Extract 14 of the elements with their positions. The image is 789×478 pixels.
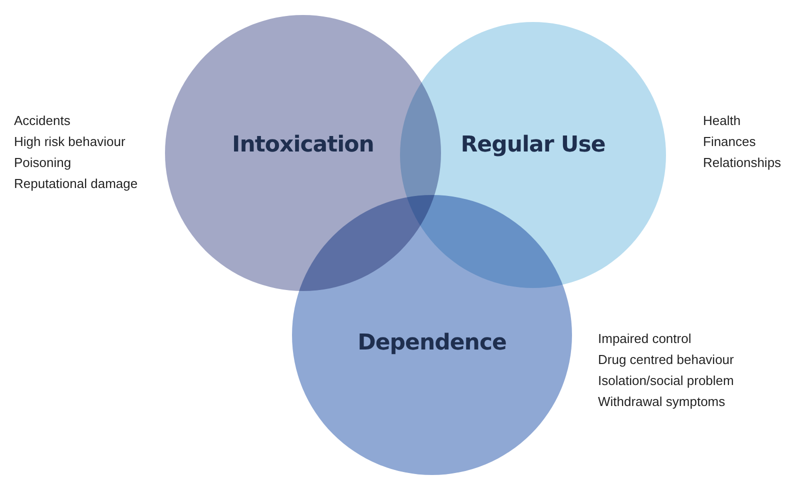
- list-item: Finances: [703, 133, 756, 151]
- circle-title: Dependence: [358, 330, 506, 356]
- list-item: Accidents: [14, 112, 70, 130]
- list-item: Impaired control: [598, 330, 692, 348]
- list-item: Poisoning: [14, 154, 72, 172]
- circle-title: Intoxication: [232, 132, 374, 158]
- list-item: Health: [703, 112, 741, 130]
- list-item: Withdrawal symptoms: [598, 393, 726, 411]
- list-item: Drug centred behaviour: [598, 351, 734, 369]
- list-item: Relationships: [703, 154, 782, 172]
- list-item: High risk behaviour: [14, 133, 126, 151]
- circle-title: Regular Use: [460, 132, 606, 158]
- list-item: Isolation/social problem: [598, 372, 734, 390]
- list-item: Reputational damage: [14, 175, 138, 193]
